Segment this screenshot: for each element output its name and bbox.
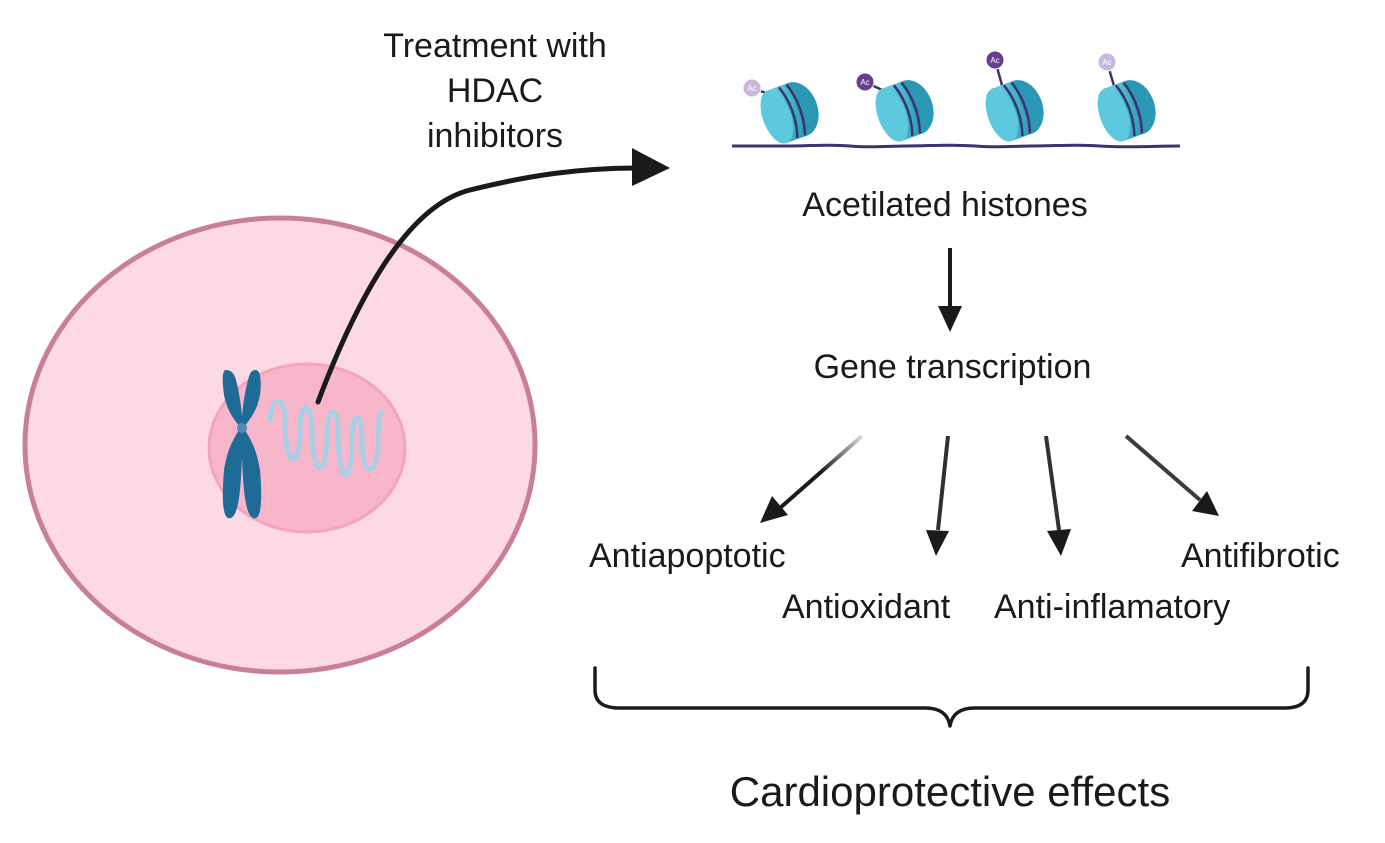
grouping-brace	[593, 666, 1310, 728]
dna-strand	[267, 398, 385, 478]
treatment-line-3: inhibitors	[426, 117, 564, 155]
effect-antifibrotic: Antifibrotic	[1181, 537, 1340, 575]
histone-core-icon	[1097, 80, 1156, 142]
histone-core-icon	[760, 82, 819, 144]
histone-dna-line	[732, 143, 1181, 149]
arrow-to-antifibrotic	[1124, 434, 1202, 502]
arrow-to-antiinflamatory	[1044, 435, 1061, 531]
nucleosome-3: Ac	[985, 50, 1044, 142]
acetylated-histones-label: Acetilated histones	[802, 186, 1088, 224]
arrow-to-antioxidant	[936, 435, 950, 531]
acetyl-tag-label: Ac	[860, 78, 869, 87]
histone-core-icon	[985, 80, 1044, 142]
acetyl-tag-icon	[985, 50, 1005, 70]
treatment-line-1: Treatment with	[383, 27, 607, 65]
acetyl-tag-label: Ac	[747, 84, 756, 93]
effect-antioxidant: Antioxidant	[782, 588, 951, 626]
arrow-to-antioxidant-tip	[926, 530, 949, 556]
cardioprotective-effects-label: Cardioprotective effects	[729, 768, 1171, 815]
acetyl-tag-icon	[1097, 52, 1117, 72]
nucleosome-2: Ac	[855, 72, 934, 142]
treatment-line-2: HDAC	[446, 72, 544, 110]
arrow-histones-to-gene-tip	[938, 306, 962, 332]
histone-core-icon	[875, 80, 934, 142]
arrow-to-antiapoptotic	[778, 434, 864, 510]
nucleosome-1: Ac	[742, 78, 819, 144]
arrow-to-antiinflamatory-tip	[1047, 529, 1071, 556]
effect-anti-inflamatory: Anti-inflamatory	[994, 588, 1231, 626]
acetyl-tag-label: Ac	[990, 56, 999, 65]
acetyl-tag-label: Ac	[1102, 58, 1111, 67]
arrow-to-antifibrotic-tip	[1192, 491, 1219, 516]
treatment-arrow	[315, 165, 643, 405]
arrow-to-antiapoptotic-tip	[760, 496, 788, 523]
acetyl-tag-icon	[742, 78, 762, 98]
treatment-arrow-tip	[632, 148, 670, 186]
gene-transcription-label: Gene transcription	[813, 348, 1092, 386]
treatment-label: Treatment with HDAC inhibitors	[370, 24, 620, 159]
chromosome-icon	[222, 370, 262, 519]
nucleosome-4: Ac	[1097, 52, 1156, 142]
acetyl-tag-icon	[855, 72, 875, 92]
effect-antiapoptotic: Antiapoptotic	[589, 537, 786, 575]
